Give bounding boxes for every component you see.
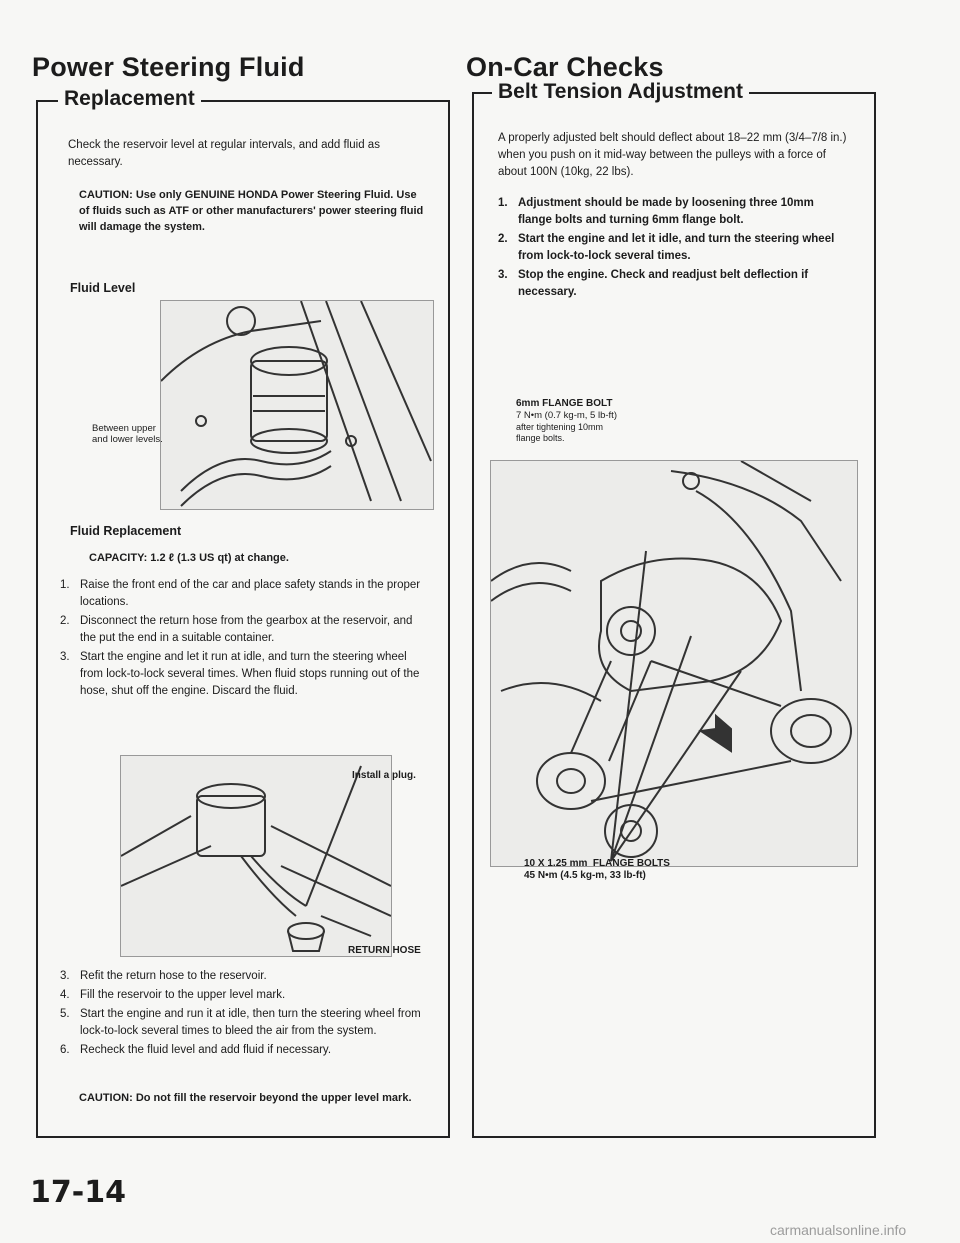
- left-section-heading: Replacement: [58, 87, 201, 111]
- right-section-frame: [472, 92, 876, 1138]
- right-section-heading: Belt Tension Adjustment: [492, 80, 750, 104]
- fluid-replacement-heading: Fluid Replacement: [70, 524, 182, 538]
- fig3-bolt-note: after tightening 10mm flange bolts.: [516, 422, 604, 443]
- list-item: 3.Stop the engine. Check and readjust be…: [498, 269, 809, 298]
- list-item: 3.Start the engine and let it run at idl…: [60, 651, 420, 697]
- reservoir-illustration: [160, 300, 432, 507]
- left-caution-2: CAUTION: Do not fill the reservoir beyon…: [79, 1092, 412, 1104]
- list-item: 3.Refit the return hose to the reservoir…: [60, 970, 267, 982]
- right-page-title: On-Car Checks: [466, 52, 664, 82]
- belt-pump-illustration: [490, 460, 852, 862]
- left-intro: Check the reservoir level at regular int…: [68, 139, 380, 168]
- list-item: 1.Adjustment should be made by loosening…: [498, 197, 814, 226]
- left-page-title: Power Steering Fluid: [32, 52, 305, 82]
- fig3-bolt-title: 6mm FLANGE BOLT: [516, 398, 613, 409]
- fig1-level-label: Between upper and lower levels.: [92, 423, 163, 445]
- list-item: 2.Start the engine and let it idle, and …: [498, 233, 835, 262]
- belt-steps: 1.Adjustment should be made by loosening…: [494, 195, 850, 303]
- capacity-note: CAPACITY: 1.2 ℓ (1.3 US qt) at change.: [89, 552, 289, 564]
- page-number: 17-14: [30, 1175, 126, 1210]
- fig3-bottom-torque: 45 N•m (4.5 kg-m, 33 lb-ft): [524, 870, 646, 881]
- reservoir-diagram: [160, 300, 434, 510]
- return-hose-illustration: [120, 765, 392, 952]
- list-item: 5.Start the engine and run it at idle, t…: [60, 1008, 421, 1037]
- return-hose-diagram: [120, 755, 392, 957]
- belt-pump-diagram: [490, 460, 858, 867]
- list-item: 1.Raise the front end of the car and pla…: [60, 579, 421, 608]
- left-caution-1: CAUTION: Use only GENUINE HONDA Power St…: [79, 189, 424, 233]
- fig2-hose-label: RETURN HOSE: [348, 945, 421, 956]
- fig2-plug-label: Install a plug.: [352, 770, 416, 781]
- fluid-level-heading: Fluid Level: [70, 281, 136, 295]
- left-section-frame: [36, 100, 450, 1138]
- watermark: carmanualsonline.info: [770, 1222, 907, 1238]
- fig3-bottom-title: 10 X 1.25 mm FLANGE BOLTS: [524, 858, 670, 869]
- replacement-steps-b: 3.Refit the return hose to the reservoir…: [56, 968, 430, 1061]
- left-section-rule: [36, 100, 448, 102]
- fig3-bolt-torque: 7 N•m (0.7 kg-m, 5 lb-ft): [516, 410, 617, 421]
- replacement-steps-a: 1.Raise the front end of the car and pla…: [56, 577, 430, 702]
- list-item: 6.Recheck the fluid level and add fluid …: [60, 1044, 332, 1056]
- right-intro: A properly adjusted belt should deflect …: [498, 132, 847, 178]
- list-item: 4.Fill the reservoir to the upper level …: [60, 989, 286, 1001]
- list-item: 2.Disconnect the return hose from the ge…: [60, 615, 413, 644]
